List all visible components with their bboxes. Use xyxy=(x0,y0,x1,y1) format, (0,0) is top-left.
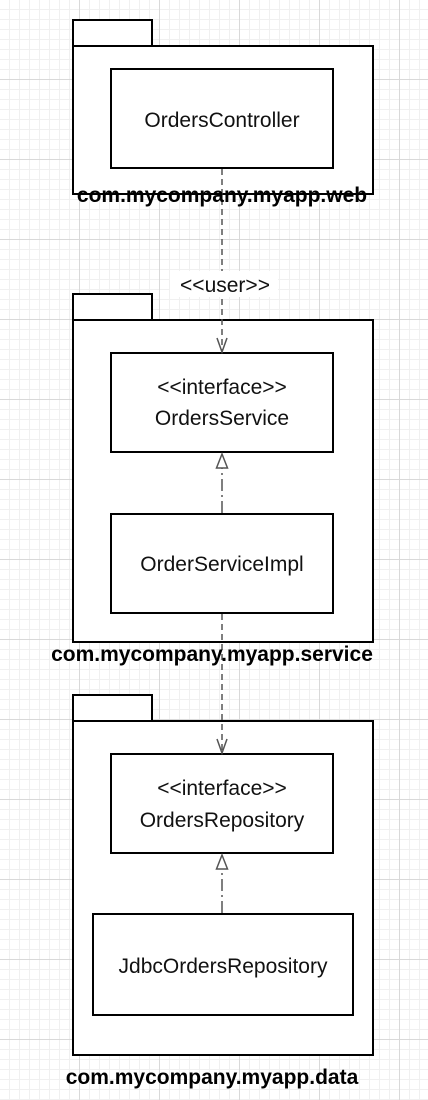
package-data-label: com.mycompany.myapp.data xyxy=(66,1066,359,1089)
edge-jdbc-to-repository[interactable] xyxy=(215,852,229,913)
class-order-service-impl-name: OrderServiceImpl xyxy=(140,553,303,576)
class-orders-repository-stereotype: <<interface>> xyxy=(157,777,287,800)
class-jdbc-orders-repository-box xyxy=(92,913,354,1016)
hollow-triangle-arrowhead-icon xyxy=(215,451,229,469)
class-jdbc-orders-repository-name: JdbcOrdersRepository xyxy=(119,955,328,978)
package-service-label: com.mycompany.myapp.service xyxy=(51,643,373,666)
open-arrowhead-icon xyxy=(216,337,228,355)
class-orders-controller-box xyxy=(110,68,334,169)
package-web-tab xyxy=(72,19,153,47)
package-service-tab xyxy=(72,293,153,321)
class-orders-repository-box xyxy=(110,753,334,854)
hollow-triangle-arrowhead-icon xyxy=(215,852,229,870)
class-orders-controller-name: OrdersController xyxy=(144,109,299,132)
class-orders-service-stereotype: <<interface>> xyxy=(157,376,287,399)
class-orders-controller[interactable]: OrdersController xyxy=(110,68,334,169)
class-orders-repository[interactable]: <<interface>> OrdersRepository xyxy=(110,753,334,854)
edge-impl-to-service[interactable] xyxy=(215,451,229,513)
class-orders-service-box xyxy=(110,352,334,453)
edge-controller-to-service[interactable] xyxy=(216,169,228,355)
edge-impl-to-repository[interactable] xyxy=(216,614,228,756)
package-data-tab xyxy=(72,694,153,722)
class-orders-service[interactable]: <<interface>> OrdersService xyxy=(110,352,334,453)
class-jdbc-orders-repository[interactable]: JdbcOrdersRepository xyxy=(92,913,354,1016)
open-arrowhead-icon xyxy=(216,738,228,756)
package-web-label: com.mycompany.myapp.web xyxy=(77,184,367,207)
class-orders-repository-name: OrdersRepository xyxy=(140,809,305,832)
class-order-service-impl[interactable]: OrderServiceImpl xyxy=(110,513,334,614)
edge-label-background xyxy=(170,271,278,297)
class-order-service-impl-box xyxy=(110,513,334,614)
class-orders-service-name: OrdersService xyxy=(155,407,289,430)
edge-controller-to-service-label: <<user>> xyxy=(180,274,270,297)
